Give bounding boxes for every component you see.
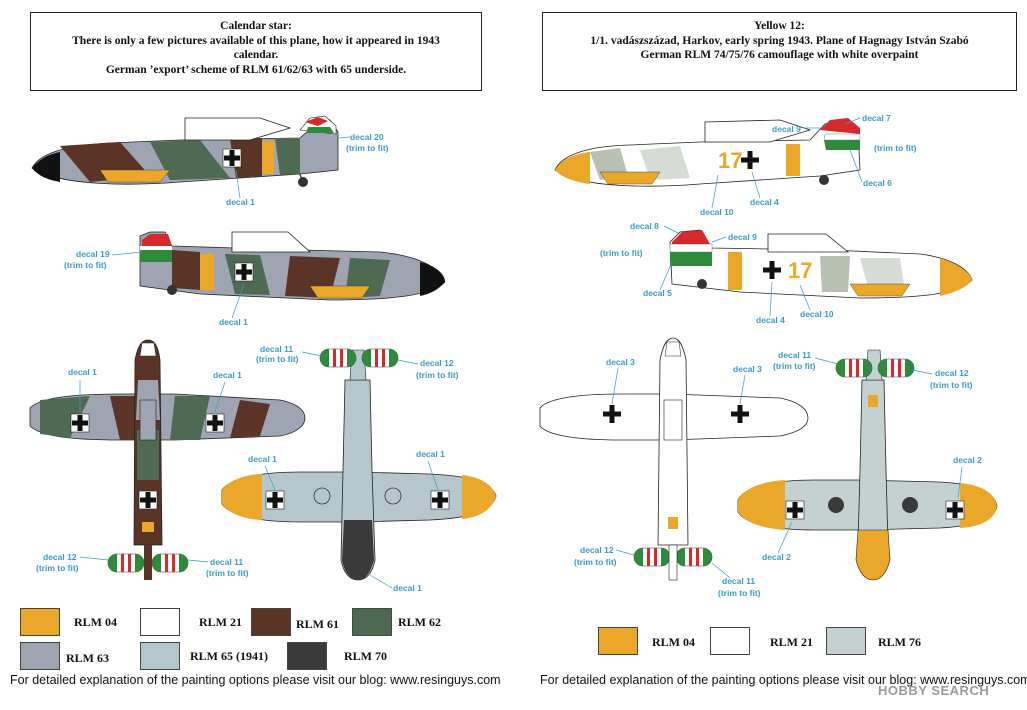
right-top-decal12-trim: (trim to fit) xyxy=(574,557,617,567)
right-side1-decal4-label: decal 4 xyxy=(750,197,779,207)
right-side1-number: 17 xyxy=(718,148,742,173)
left-swatch-rlm63 xyxy=(20,642,60,670)
left-swatch-rlm70-label: RLM 70 xyxy=(344,649,387,663)
left-swatch-rlm61-label: RLM 61 xyxy=(296,617,339,631)
left-side2-decal19-label: decal 19 xyxy=(76,249,110,259)
right-bottom-decal2-right-label: decal 2 xyxy=(953,455,982,465)
right-title-line-3: German RLM 74/75/76 camouflage with whit… xyxy=(640,49,919,61)
watermark: HOBBY SEARCH xyxy=(878,683,990,698)
right-bottom-decal11-label: decal 11 xyxy=(778,350,811,360)
left-swatch-rlm21 xyxy=(140,608,180,636)
right-swatch-rlm76 xyxy=(826,627,866,655)
left-side2-decal1-label: decal 1 xyxy=(219,317,248,327)
right-title-line-2: 1/1. vadászszázad, Harkov, early spring … xyxy=(590,34,969,47)
left-swatch-rlm21-label: RLM 21 xyxy=(199,615,242,629)
right-title-box: Yellow 12: 1/1. vadászszázad, Harkov, ea… xyxy=(542,12,1017,91)
left-side1-decal20-trim: (trim to fit) xyxy=(346,143,389,153)
left-title-box: Calendar star: There is only a few pictu… xyxy=(30,12,482,91)
left-swatch-rlm62 xyxy=(352,608,392,636)
right-top-decal3-right-label: decal 3 xyxy=(733,364,762,374)
right-side2-decal4-label: decal 4 xyxy=(756,315,785,325)
right-side1-decal10-label: decal 10 xyxy=(700,207,734,217)
right-top-decal3-left-label: decal 3 xyxy=(606,357,635,367)
right-swatch-rlm21-label: RLM 21 xyxy=(770,635,813,649)
left-top-decal11-label: decal 11 xyxy=(210,557,243,567)
right-side-view-1: 17 xyxy=(554,118,861,187)
left-bottom-view xyxy=(221,348,497,581)
left-bottom-decal12-label: decal 12 xyxy=(420,358,454,368)
left-swatch-rlm65-label: RLM 65 (1941) xyxy=(190,649,268,663)
right-side1-trim-label: (trim to fit) xyxy=(874,143,917,153)
left-bottom-decal1-right-label: decal 1 xyxy=(416,449,445,459)
left-footer-text: For detailed explanation of the painting… xyxy=(10,673,501,687)
left-title-line-1: Calendar star: xyxy=(220,20,292,32)
right-side1-decal6-label: decal 6 xyxy=(863,178,892,188)
right-side1-decal7-label: decal 7 xyxy=(862,113,891,123)
left-top-decal11-trim: (trim to fit) xyxy=(206,568,249,578)
right-bottom-view xyxy=(737,349,998,581)
right-side2-number: 17 xyxy=(788,258,812,283)
right-footer-text: For detailed explanation of the painting… xyxy=(540,673,1027,687)
left-side-view-1 xyxy=(31,115,339,187)
left-side1-decal1-label: decal 1 xyxy=(226,197,255,207)
left-bottom-decal1-left-label: decal 1 xyxy=(248,454,277,464)
right-swatch-rlm21 xyxy=(710,627,750,655)
right-swatch-rlm76-label: RLM 76 xyxy=(878,635,921,649)
left-side2-decal19-trim: (trim to fit) xyxy=(64,260,107,270)
right-top-decal12-label: decal 12 xyxy=(580,545,614,555)
left-swatch-rlm70 xyxy=(287,642,327,670)
left-top-decal1-right-label: decal 1 xyxy=(213,370,242,380)
right-top-decal11-label: decal 11 xyxy=(722,576,755,586)
left-swatch-rlm04-label: RLM 04 xyxy=(74,615,117,629)
left-swatch-rlm61 xyxy=(251,608,291,636)
left-swatch-rlm04 xyxy=(20,608,60,636)
right-side2-trim-label: (trim to fit) xyxy=(600,248,643,258)
left-top-view xyxy=(29,339,306,580)
right-top-view xyxy=(539,337,809,581)
right-side2-decal8-label: decal 8 xyxy=(630,221,659,231)
left-side1-decal20-label: decal 20 xyxy=(350,132,384,142)
left-title-line-4: German ’export’ scheme of RLM 61/62/63 w… xyxy=(105,63,407,76)
left-bottom-decal11-label: decal 11 xyxy=(260,344,293,354)
left-swatch-rlm62-label: RLM 62 xyxy=(398,615,441,629)
left-swatch-rlm63-label: RLM 63 xyxy=(66,651,109,665)
left-bottom-decal12-trim: (trim to fit) xyxy=(416,370,459,380)
right-swatch-rlm04 xyxy=(598,627,638,655)
right-side2-decal5-label: decal 5 xyxy=(643,288,672,298)
left-top-decal1-left-label: decal 1 xyxy=(68,367,97,377)
left-top-decal12-trim: (trim to fit) xyxy=(36,563,79,573)
right-bottom-decal11-trim: (trim to fit) xyxy=(773,361,816,371)
left-title-line-3: calendar. xyxy=(233,49,279,61)
left-title-line-2: There is only a few pictures available o… xyxy=(72,34,440,47)
right-bottom-decal12-label: decal 12 xyxy=(935,368,969,378)
right-top-decal11-trim: (trim to fit) xyxy=(718,588,761,598)
left-top-decal12-label: decal 12 xyxy=(43,552,77,562)
left-swatch-rlm65 xyxy=(140,642,180,670)
right-title-line-1: Yellow 12: xyxy=(754,20,805,32)
left-bottom-decal1-tail-label: decal 1 xyxy=(393,583,422,593)
left-side-view-2 xyxy=(139,231,446,301)
right-swatch-rlm04-label: RLM 04 xyxy=(652,635,695,649)
right-bottom-decal2-left-label: decal 2 xyxy=(762,552,791,562)
right-side1-decal9-label: decal 9 xyxy=(772,124,801,134)
left-bottom-decal11-trim: (trim to fit) xyxy=(256,354,299,364)
right-side2-decal10-label: decal 10 xyxy=(800,309,834,319)
right-side-view-2: 17 xyxy=(669,229,973,299)
right-side2-decal9-label: decal 9 xyxy=(728,232,757,242)
right-bottom-decal12-trim: (trim to fit) xyxy=(930,380,973,390)
